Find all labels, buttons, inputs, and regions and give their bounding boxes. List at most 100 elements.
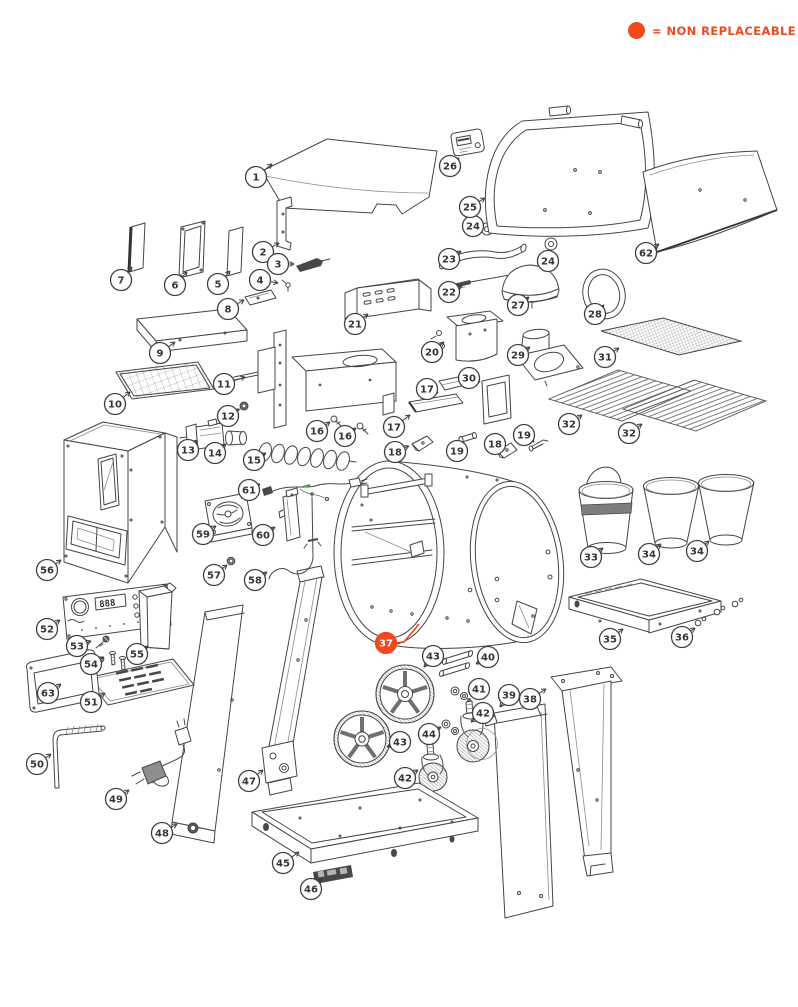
svg-text:35: 35	[603, 635, 617, 646]
part-55-chute-box-sketch	[138, 582, 177, 650]
non-replaceable-marker-icon	[628, 22, 645, 39]
svg-text:51: 51	[84, 698, 98, 709]
callout-17-2: 17	[382, 414, 411, 439]
svg-text:56: 56	[40, 566, 54, 577]
svg-text:14: 14	[208, 449, 222, 460]
svg-text:24: 24	[541, 257, 555, 268]
callout-17: 17	[415, 377, 439, 401]
svg-text:52: 52	[40, 625, 54, 636]
svg-text:49: 49	[109, 795, 123, 806]
svg-text:24: 24	[466, 222, 480, 233]
svg-text:9: 9	[157, 349, 164, 360]
part-35-shelf-sketch	[568, 578, 722, 634]
svg-text:38: 38	[523, 695, 537, 706]
callout-49: 49	[104, 787, 130, 811]
part-56-hopper-sketch	[63, 421, 178, 584]
svg-text:28: 28	[588, 310, 602, 321]
callout-50: 50	[25, 752, 52, 776]
callout-63: 63	[36, 681, 62, 705]
callout-12: 12	[216, 404, 240, 428]
svg-text:32: 32	[622, 429, 636, 440]
callout-46: 46	[299, 877, 323, 901]
callout-16: 16	[305, 419, 331, 443]
svg-text:41: 41	[472, 685, 486, 696]
callout-44: 44	[417, 722, 442, 746]
callout-7: 7	[109, 266, 133, 292]
part-26-controller-sketch	[450, 128, 485, 157]
svg-text:43: 43	[426, 652, 440, 663]
part-32-grates-sketch	[547, 369, 768, 432]
part-62-side-panel-sketch	[642, 150, 778, 253]
callout-18-2: 18	[483, 432, 507, 456]
callout-51: 51	[79, 690, 106, 714]
part-53-screw-sketch	[95, 635, 110, 649]
callout-9: 9	[148, 341, 176, 365]
svg-text:4: 4	[257, 276, 264, 287]
legend: = NON REPLACEABLE	[628, 22, 796, 39]
svg-text:32: 32	[562, 420, 576, 431]
svg-text:19: 19	[517, 431, 531, 442]
svg-text:47: 47	[242, 777, 256, 788]
part-9-pan-sketch	[136, 308, 248, 353]
svg-text:34: 34	[690, 547, 704, 558]
callout-32: 32	[557, 412, 583, 436]
callout-47: 47	[237, 769, 264, 793]
callout-58: 58	[243, 568, 268, 592]
part-11-auger-housing-sketch	[233, 329, 397, 429]
svg-text:37: 37	[379, 639, 393, 650]
part-42-casters-sketch	[418, 698, 498, 792]
callout-6: 6	[163, 271, 188, 297]
part-14-coupling-sketch	[225, 430, 247, 446]
part-2-bracket-sketch	[276, 196, 293, 251]
part-34-buckets-sketch	[643, 474, 755, 549]
callout-21: 21	[343, 312, 369, 336]
svg-text:2: 2	[260, 248, 267, 259]
callout-59: 59	[191, 522, 217, 546]
callout-28: 28	[583, 302, 607, 326]
svg-text:18: 18	[488, 440, 502, 451]
part-4-screw-sketch	[281, 279, 291, 292]
callout-42-2: 42	[393, 766, 419, 790]
part-10-rack-sketch	[115, 361, 215, 400]
svg-text:6: 6	[172, 281, 179, 292]
svg-text:13: 13	[181, 446, 195, 457]
callout-18: 18	[383, 440, 410, 464]
part-49-cord-sketch	[131, 718, 192, 787]
svg-text:19: 19	[450, 447, 464, 458]
callout-27: 27	[506, 293, 530, 317]
callout-62: 62	[634, 241, 660, 265]
callout-32-2: 32	[617, 421, 643, 445]
callout-42: 42	[470, 701, 495, 725]
part-43-wheels-sketch	[333, 664, 435, 768]
svg-text:17: 17	[420, 385, 434, 396]
svg-text:63: 63	[41, 689, 55, 700]
part-33-bucket-sketch	[578, 466, 634, 554]
svg-text:34: 34	[642, 550, 656, 561]
part-44-rings-sketch	[441, 719, 459, 735]
callout-25: 25	[458, 195, 486, 219]
part-37-barrel-sketch	[333, 460, 565, 649]
callout-29: 29	[506, 343, 531, 367]
part-29-chute-sketch	[515, 328, 584, 387]
callout-4: 4	[248, 268, 279, 292]
svg-text:26: 26	[443, 162, 457, 173]
callout-36: 36	[670, 625, 696, 649]
part-1-lid-top-sketch	[261, 138, 438, 215]
callout-60: 60	[251, 523, 276, 547]
svg-text:20: 20	[425, 348, 439, 359]
callout-24: 24	[461, 214, 485, 238]
svg-text:45: 45	[276, 859, 290, 870]
callout-52: 52	[35, 617, 61, 641]
part-8-plate-sketch	[244, 289, 277, 306]
svg-text:54: 54	[84, 660, 98, 671]
svg-text:16: 16	[310, 427, 324, 438]
part-48-leg-sketch	[170, 604, 245, 844]
svg-text:15: 15	[247, 456, 261, 467]
svg-text:60: 60	[256, 531, 270, 542]
svg-text:10: 10	[108, 400, 122, 411]
part-61-harness-sketch	[262, 477, 368, 501]
part-16-screws-sketch	[330, 415, 369, 435]
callout-61: 61	[237, 478, 261, 502]
legend-text: = NON REPLACEABLE	[652, 23, 796, 38]
